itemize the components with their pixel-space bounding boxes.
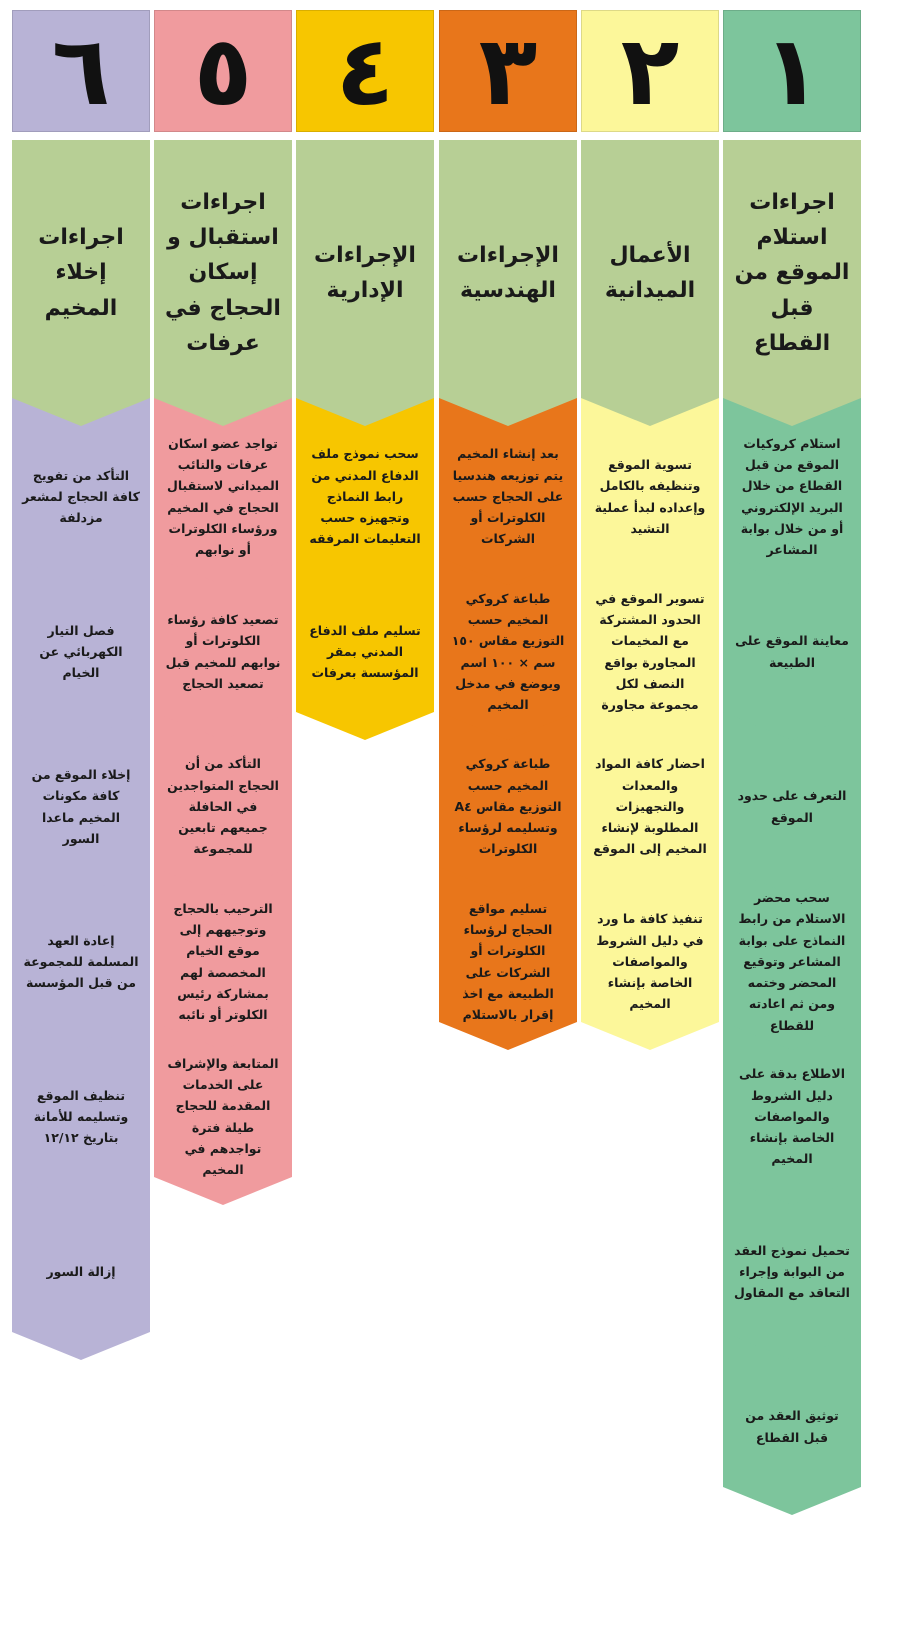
step-text: بعد إنشاء المخيم يتم توزيعه هندسيا على ا… <box>452 446 564 547</box>
step-item: تسليم مواقع الحجاج لرؤساء الكلوترات أو ا… <box>439 863 577 1050</box>
step-text: طباعة كروكي المخيم حسب التوزيع مقاس ١٥٠ … <box>451 590 565 712</box>
column-6: ٦ اجراءات إخلاء المخيم التأكد من تفويج كاف… <box>12 0 150 1629</box>
column-2: ٢ الأعمال الميدانية تسوية الموقع وتنظيفه ب… <box>581 0 719 1629</box>
step-text: تنظيف الموقع وتسليمه للأمانة بتاريخ ١٢/١… <box>33 1087 129 1146</box>
column-number-box: ٤ <box>296 10 434 132</box>
column-number: ٦ <box>51 15 111 127</box>
step-text: تسوية الموقع وتنظيفه بالكامل وإعداده لبد… <box>594 457 706 536</box>
column-title: اجراءات إخلاء المخيم <box>38 225 124 321</box>
column-header: اجراءات إخلاء المخيم <box>12 140 150 430</box>
step-text: إعادة العهد المسلمة للمجموعة من قبل المؤ… <box>23 932 139 991</box>
column-number-box: ٦ <box>12 10 150 132</box>
step-text: تنفيذ كافة ما ورد في دليل الشروط والمواص… <box>596 911 704 1012</box>
column-number-box: ٢ <box>581 10 719 132</box>
column-number: ٤ <box>335 15 395 127</box>
step-text: التعرف على حدود الموقع <box>737 788 847 825</box>
column-title: الإجراءات الإدارية <box>314 242 416 303</box>
step-text: تسليم مواقع الحجاج لرؤساء الكلوترات أو ا… <box>462 900 554 1022</box>
column-title: الإجراءات الهندسية <box>457 242 559 303</box>
column-header: الإجراءات الهندسية <box>439 140 577 430</box>
step-item: تسوية الموقع وتنظيفه بالكامل وإعداده لبد… <box>581 398 719 585</box>
step-text: تواجد عضو اسكان عرفات والنائب الميداني ل… <box>167 435 279 557</box>
column-number: ١ <box>762 15 822 127</box>
step-item: التأكد من تفويج كافة الحجاج لمشعر مزدلفة <box>12 398 150 585</box>
step-text: احضار كافة المواد والمعدات والتجهيزات ال… <box>593 756 707 857</box>
column-number: ٥ <box>193 15 253 127</box>
step-text: إزالة السور <box>46 1263 116 1279</box>
step-text: توثيق العقد من قبل القطاع <box>745 1408 839 1445</box>
step-text: تحميل نموذج العقد من البوابة وإجراء التع… <box>734 1242 850 1301</box>
step-text: إخلاء الموقع من كافة مكونات المخيم ماعدا… <box>31 767 131 846</box>
column-number-box: ٣ <box>439 10 577 132</box>
column-3: ٣ الإجراءات الهندسية بعد إنشاء المخيم يتم … <box>439 0 577 1629</box>
step-item: استلام كروكيات الموقع من قبل القطاع من خ… <box>723 398 861 585</box>
step-item: التعرف على حدود الموقع <box>723 708 861 895</box>
step-text: الاطلاع بدقة على دليل الشروط والمواصفات … <box>738 1066 846 1167</box>
step-text: سحب محضر الاستلام من رابط النماذج على بو… <box>738 890 846 1033</box>
column-number-box: ١ <box>723 10 861 132</box>
step-text: طباعة كروكي المخيم حسب التوزيع مقاس A٤ و… <box>454 756 562 857</box>
column-title: اجراءات استلام الموقع من قبل القطاع <box>734 190 850 356</box>
step-text: معاينة الموقع على الطبيعة <box>735 633 849 670</box>
column-5: ٥ اجراءات استقبال و إسكان الحجاج في عرفات… <box>154 0 292 1629</box>
step-text: فصل التيار الكهربائي عن الخيام <box>39 622 123 681</box>
column-title: الأعمال الميدانية <box>604 242 696 303</box>
step-item: سحب نموذج ملف الدفاع المدني من رابط النم… <box>296 398 434 585</box>
column-header: الأعمال الميدانية <box>581 140 719 430</box>
step-text: الترحيب بالحجاج وتوجيههم إلى موقع الخيام… <box>173 900 273 1022</box>
column-title: اجراءات استقبال و إسكان الحجاج في عرفات <box>165 190 281 356</box>
step-item: طباعة كروكي المخيم حسب التوزيع مقاس A٤ و… <box>439 708 577 895</box>
step-item: فصل التيار الكهربائي عن الخيام <box>12 553 150 740</box>
column-1: ١ اجراءات استلام الموقع من قبل القطاع استل… <box>723 0 861 1629</box>
step-text: تسوير الموقع في الحدود المشتركة مع المخي… <box>595 590 705 712</box>
step-item: تواجد عضو اسكان عرفات والنائب الميداني ل… <box>154 398 292 585</box>
column-header: اجراءات استقبال و إسكان الحجاج في عرفات <box>154 140 292 430</box>
step-text: المتابعة والإشراف على الخدمات المقدمة لل… <box>167 1055 279 1177</box>
column-header: اجراءات استلام الموقع من قبل القطاع <box>723 140 861 430</box>
step-item: احضار كافة المواد والمعدات والتجهيزات ال… <box>581 708 719 895</box>
step-item: بعد إنشاء المخيم يتم توزيعه هندسيا على ا… <box>439 398 577 585</box>
step-text: استلام كروكيات الموقع من قبل القطاع من خ… <box>740 435 844 557</box>
step-text: التأكد من تفويج كافة الحجاج لمشعر مزدلفة <box>22 467 140 526</box>
step-text: تصعيد كافة رؤساء الكلوترات أو نوابهم للم… <box>165 612 281 691</box>
step-text: سحب نموذج ملف الدفاع المدني من رابط النم… <box>309 446 421 547</box>
column-number: ٢ <box>620 15 680 127</box>
column-4: ٤ الإجراءات الإدارية سحب نموذج ملف الدفاع … <box>296 0 434 1629</box>
column-header: الإجراءات الإدارية <box>296 140 434 430</box>
step-text: تسليم ملف الدفاع المدني بمقر المؤسسة بعر… <box>309 622 421 681</box>
column-number: ٣ <box>478 15 538 127</box>
step-item: المتابعة والإشراف على الخدمات المقدمة لل… <box>154 1018 292 1205</box>
step-text: التأكد من أن الحجاج المتواجدين في الحافل… <box>167 756 279 857</box>
column-number-box: ٥ <box>154 10 292 132</box>
